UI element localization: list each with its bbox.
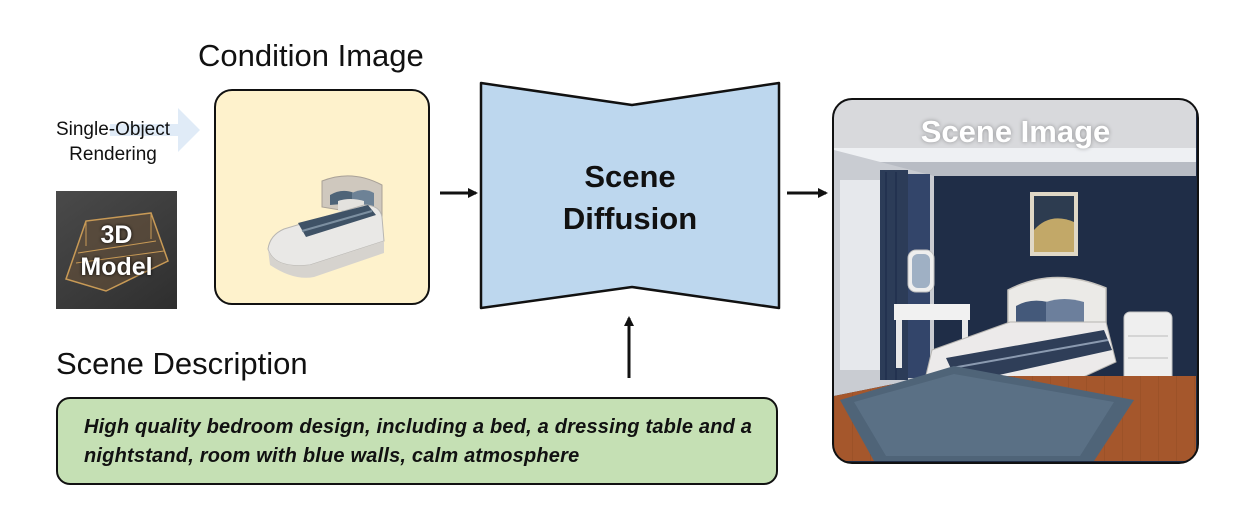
scene-diffusion-label: Scene Diffusion — [520, 156, 740, 240]
scene-description-label: Scene Description — [56, 346, 308, 381]
condition-image-label: Condition Image — [198, 38, 424, 73]
single-object-rendering-label: Single-Object Rendering — [38, 117, 188, 167]
3d-model-thumbnail: 3D Model — [56, 191, 177, 309]
model-label-line1: 3D — [100, 221, 133, 249]
diffusion-label-line2: Diffusion — [562, 201, 698, 236]
model-wireframe-bed — [65, 212, 169, 292]
model-label-line2: Model — [80, 253, 153, 281]
rendering-arrow — [110, 108, 200, 152]
scene-description-text: High quality bedroom design, including a… — [84, 416, 753, 467]
scene-image-panel: Scene Image — [832, 98, 1199, 464]
3d-model-label: 3D Model — [56, 219, 177, 283]
diffusion-label-line1: Scene — [584, 159, 676, 194]
scene-diffusion-block — [479, 81, 781, 310]
rendering-label-line2: Rendering — [69, 144, 157, 165]
rendering-label-line1: Single-Object — [55, 119, 171, 140]
condition-bed-render — [267, 175, 385, 278]
condition-image-panel — [214, 89, 430, 305]
scene-image-label: Scene Image — [920, 114, 1111, 149]
scene-description-box: High quality bedroom design, including a… — [56, 397, 778, 485]
bedroom-scene-render — [834, 100, 1196, 461]
